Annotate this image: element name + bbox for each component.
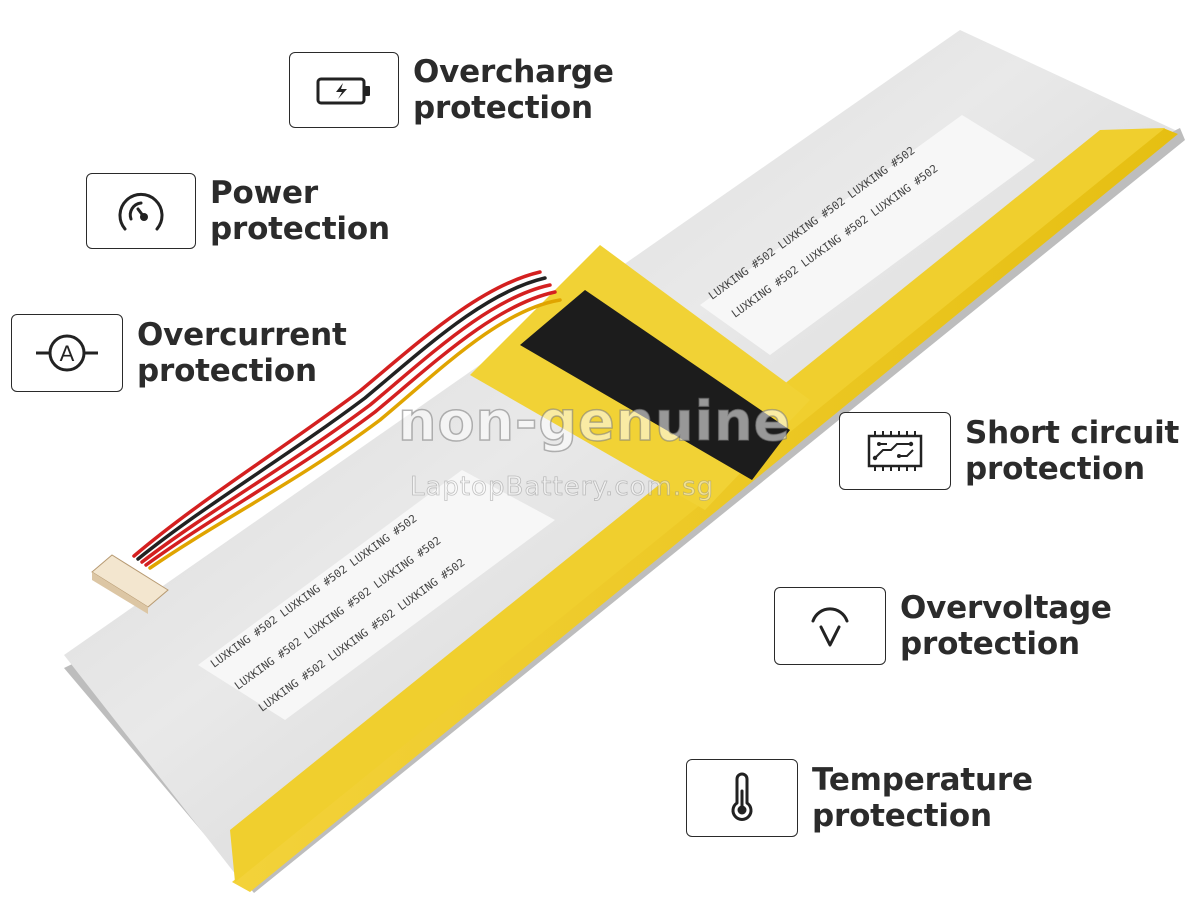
feature-subtitle: protection bbox=[812, 798, 992, 834]
feature-title: Overcharge bbox=[413, 54, 614, 90]
power-gauge-icon bbox=[118, 192, 164, 231]
ammeter-icon: A bbox=[36, 334, 98, 372]
icon-frame: A bbox=[11, 314, 123, 392]
feature-subtitle: protection bbox=[413, 90, 593, 126]
wire-harness bbox=[132, 270, 562, 570]
feature-title: Temperature bbox=[812, 762, 1033, 798]
feature-title: Power bbox=[210, 175, 318, 211]
circuit-board-icon bbox=[867, 431, 923, 471]
feature-subtitle: protection bbox=[210, 211, 390, 247]
feature-temperature: Temperature protection bbox=[686, 759, 1033, 837]
battery-charge-icon bbox=[316, 77, 370, 105]
feature-title: Overcurrent bbox=[137, 317, 347, 353]
feature-subtitle: protection bbox=[965, 451, 1145, 487]
icon-frame bbox=[686, 759, 798, 837]
icon-frame bbox=[774, 587, 886, 665]
label-sticker-top bbox=[700, 115, 1035, 355]
battery-connector bbox=[91, 554, 169, 614]
feature-title: Overvoltage bbox=[900, 590, 1112, 626]
voltage-gauge-icon bbox=[811, 607, 849, 647]
feature-subtitle: protection bbox=[137, 353, 317, 389]
label-sticker-bottom bbox=[198, 470, 555, 720]
feature-short-circuit: Short circuit protection bbox=[839, 412, 1179, 490]
thermometer-icon bbox=[731, 772, 753, 821]
icon-frame bbox=[839, 412, 951, 490]
feature-power: Power protection bbox=[86, 173, 390, 249]
feature-overvoltage: Overvoltage protection bbox=[774, 587, 1112, 665]
feature-title: Short circuit bbox=[965, 415, 1180, 451]
feature-overcurrent: A Overcurrent protection bbox=[11, 314, 347, 392]
insulation-tape bbox=[520, 290, 790, 480]
feature-overcharge: Overcharge protection bbox=[289, 52, 614, 128]
svg-text:A: A bbox=[60, 341, 75, 366]
feature-subtitle: protection bbox=[900, 626, 1080, 662]
icon-frame bbox=[86, 173, 196, 249]
icon-frame bbox=[289, 52, 399, 128]
